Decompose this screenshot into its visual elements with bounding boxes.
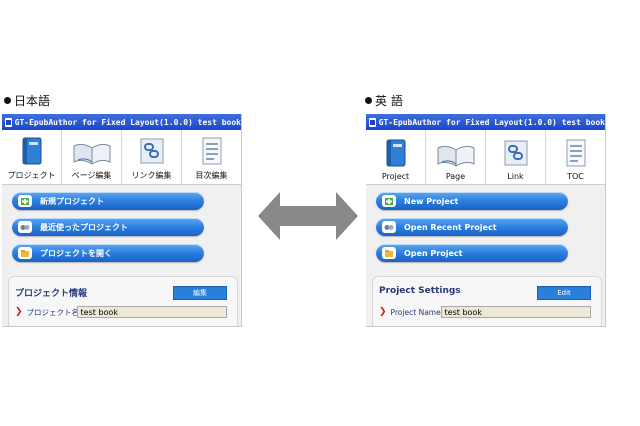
- project-name-input[interactable]: test book: [76, 306, 227, 318]
- project-name-row: ❯ Project Name test book: [379, 306, 591, 318]
- open-project-button[interactable]: Open Project: [376, 244, 568, 262]
- title-bar[interactable]: GT-EpubAuthor for Fixed Layout(1.0.0) te…: [366, 114, 605, 130]
- tool-link[interactable]: リンク編集: [122, 130, 182, 184]
- open-book-icon: [73, 143, 110, 165]
- new-project-button[interactable]: 新規プロジェクト: [12, 192, 204, 210]
- book-icon: [386, 139, 405, 167]
- tool-project[interactable]: プロジェクト: [2, 130, 62, 184]
- toolbar: Project Page Link: [366, 130, 605, 185]
- title-bar[interactable]: GT-EpubAuthor for Fixed Layout(1.0.0) te…: [2, 114, 241, 130]
- tool-link[interactable]: Link: [486, 130, 546, 184]
- edit-button[interactable]: Edit: [537, 286, 591, 300]
- tool-label: ページ編集: [71, 171, 112, 180]
- window-english: GT-EpubAuthor for Fixed Layout(1.0.0) te…: [366, 114, 606, 327]
- chevron-right-icon: ❯: [15, 307, 23, 317]
- tool-label: Project: [381, 172, 410, 181]
- tool-label: リンク編集: [131, 171, 172, 180]
- window-title: GT-EpubAuthor for Fixed Layout(1.0.0) te…: [378, 117, 605, 127]
- tool-page[interactable]: ページ編集: [62, 130, 122, 184]
- project-name-label: Project Name: [390, 307, 441, 317]
- tool-toc[interactable]: TOC: [546, 130, 605, 184]
- app-icon: [369, 117, 376, 127]
- document-list-icon: [566, 139, 585, 167]
- caption-english: 英 語: [365, 92, 403, 109]
- edit-button[interactable]: 編集: [173, 286, 227, 300]
- chain-link-icon: [504, 140, 527, 166]
- tool-label: プロジェクト: [7, 171, 56, 180]
- project-info-panel: プロジェクト情報 編集 ❯ プロジェクト名 test book: [8, 276, 238, 326]
- app-icon: [5, 117, 12, 127]
- project-name-input[interactable]: test book: [440, 306, 591, 318]
- recent-project-label: 最近使ったプロジェクト: [40, 222, 128, 232]
- project-name-label: プロジェクト名: [26, 307, 80, 317]
- caption-english-text: 英 語: [375, 94, 403, 108]
- bullet-icon: [4, 97, 11, 104]
- tool-toc[interactable]: 目次編集: [182, 130, 241, 184]
- recent-project-button[interactable]: 最近使ったプロジェクト: [12, 218, 204, 236]
- caption-japanese: 日本語: [4, 92, 50, 109]
- tool-page[interactable]: Page: [426, 130, 486, 184]
- new-project-label: New Project: [404, 196, 459, 206]
- action-buttons: New Project Open Recent Project Open Pro…: [366, 185, 605, 262]
- tool-label: Page: [445, 172, 466, 181]
- recent-projects-icon: [18, 221, 32, 233]
- tool-label: Link: [507, 172, 524, 181]
- recent-projects-icon: [382, 221, 396, 233]
- new-project-icon: [382, 195, 396, 207]
- document-list-icon: [202, 137, 221, 165]
- tool-label: 目次編集: [195, 171, 228, 180]
- open-project-label: Open Project: [404, 248, 463, 258]
- project-settings-panel: Project Settings Edit ❯ Project Name tes…: [372, 276, 602, 326]
- open-project-button[interactable]: プロジェクトを開く: [12, 244, 204, 262]
- open-project-icon: [18, 247, 32, 259]
- tool-project[interactable]: Project: [366, 130, 426, 184]
- book-icon: [22, 137, 41, 165]
- new-project-label: 新規プロジェクト: [40, 196, 104, 206]
- chevron-right-icon: ❯: [379, 307, 387, 317]
- open-book-icon: [437, 145, 474, 167]
- open-project-label: プロジェクトを開く: [40, 248, 112, 258]
- window-title: GT-EpubAuthor for Fixed Layout(1.0.0) te…: [14, 117, 241, 127]
- project-name-row: ❯ プロジェクト名 test book: [15, 306, 227, 318]
- bullet-icon: [365, 97, 372, 104]
- chain-link-icon: [140, 138, 163, 164]
- panel-title: プロジェクト情報: [15, 289, 88, 299]
- open-project-icon: [382, 247, 396, 259]
- new-project-button[interactable]: New Project: [376, 192, 568, 210]
- recent-project-button[interactable]: Open Recent Project: [376, 218, 568, 236]
- window-japanese: GT-EpubAuthor for Fixed Layout(1.0.0) te…: [2, 114, 242, 327]
- tool-label: TOC: [567, 172, 584, 181]
- toolbar: プロジェクト ページ編集 リンク編集: [2, 130, 241, 185]
- double-arrow-icon: [258, 192, 358, 240]
- action-buttons: 新規プロジェクト 最近使ったプロジェクト プロジェクトを開く: [2, 185, 241, 262]
- panel-title: Project Settings: [379, 286, 461, 296]
- caption-japanese-text: 日本語: [14, 94, 51, 108]
- recent-project-label: Open Recent Project: [404, 222, 497, 232]
- new-project-icon: [18, 195, 32, 207]
